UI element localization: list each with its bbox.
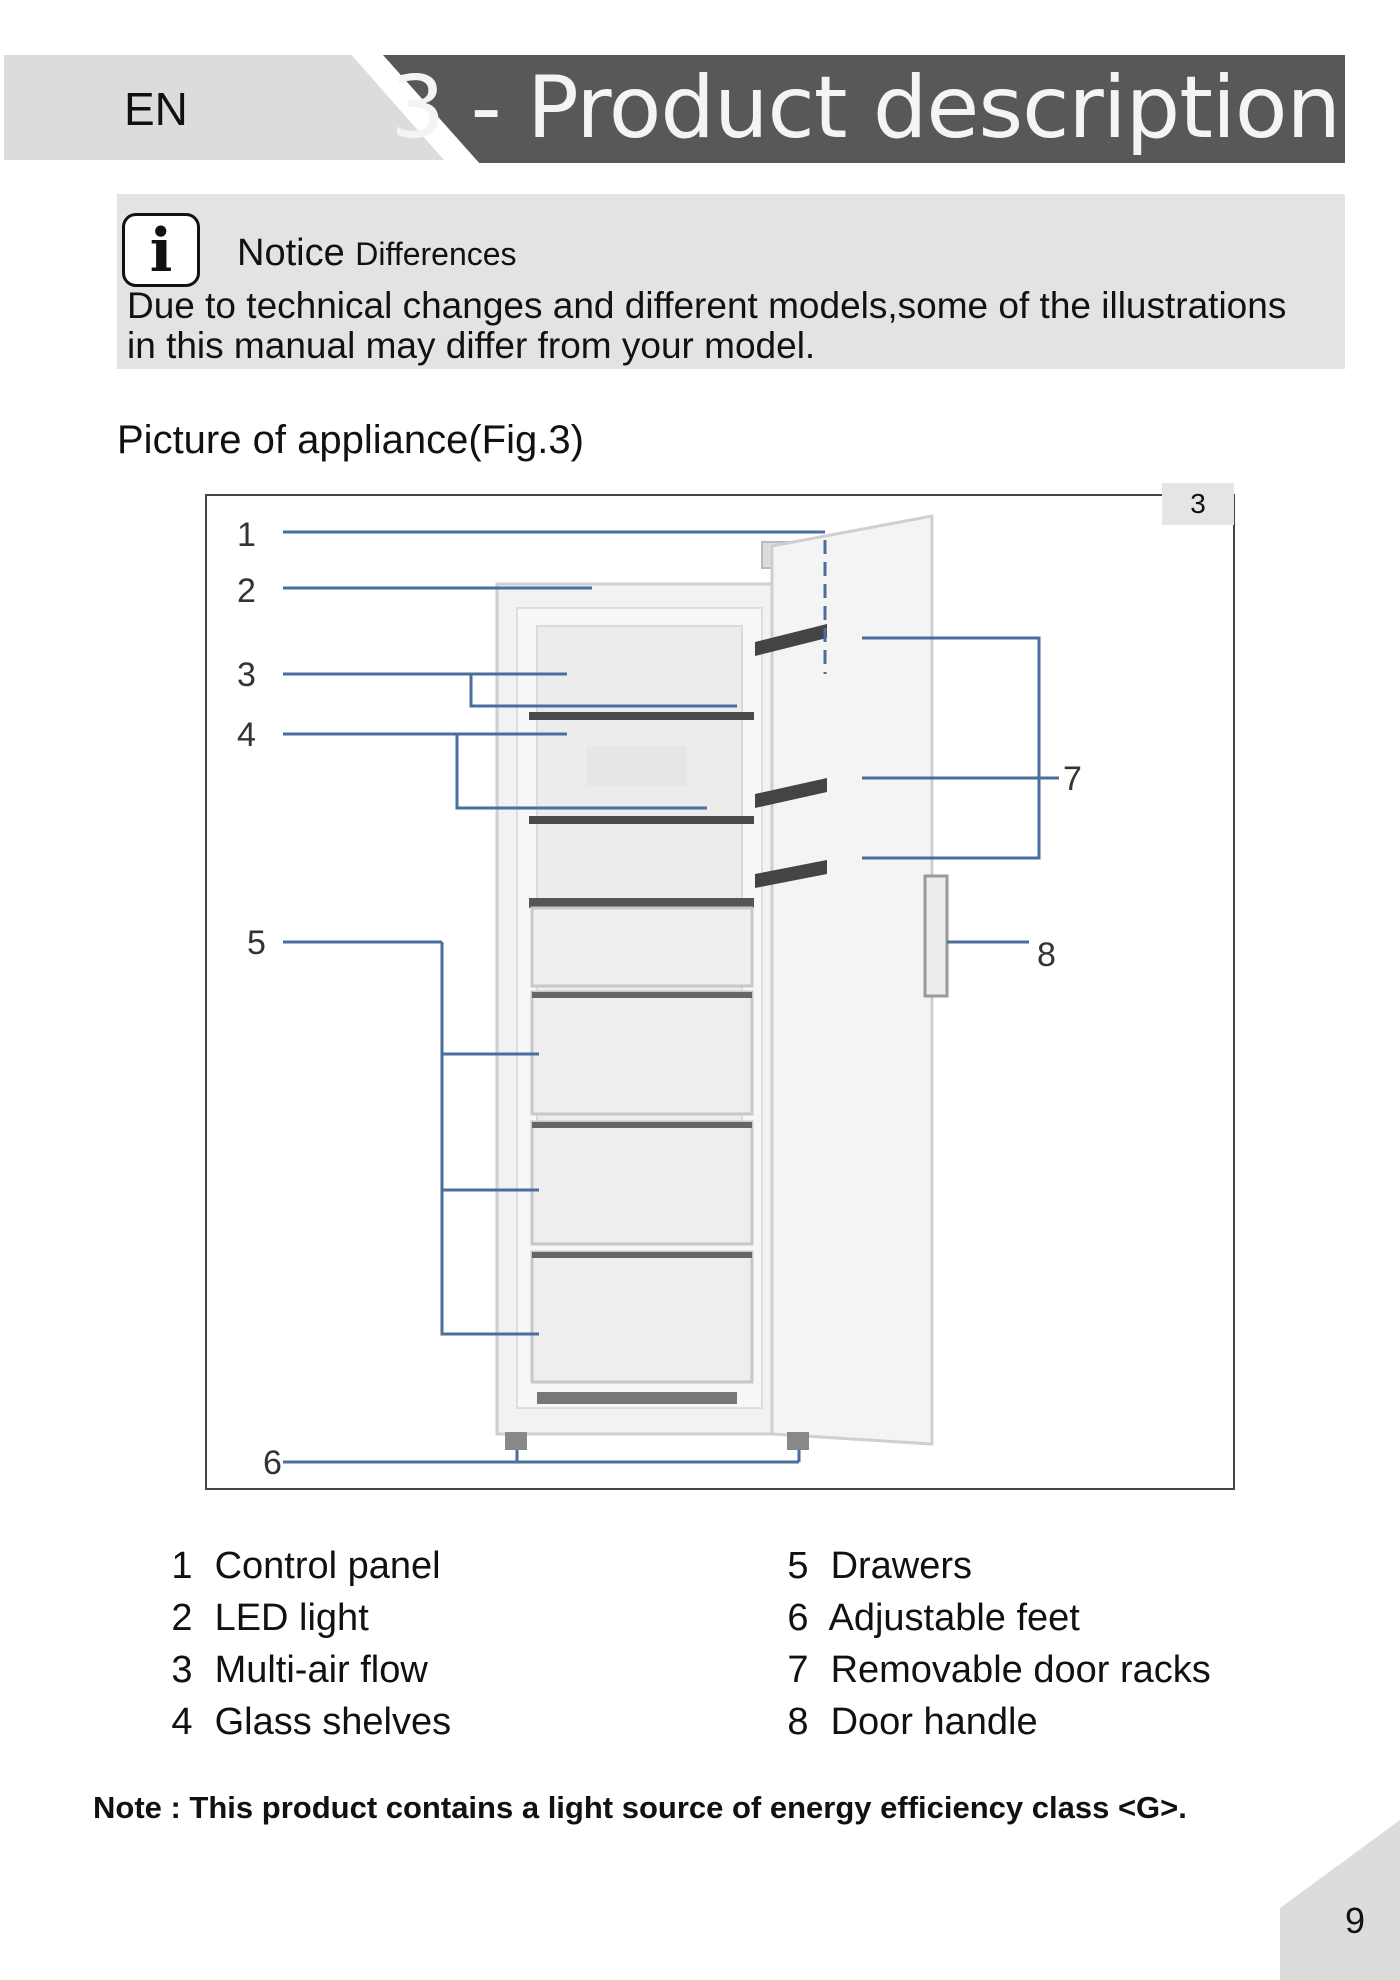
callout-3: 3	[237, 656, 256, 694]
callout-6: 6	[263, 1444, 282, 1482]
legend-item: 5 Drawers	[776, 1540, 1211, 1592]
callout-2: 2	[237, 572, 256, 610]
legend-left-column: 1 Control panel 2 LED light 3 Multi-air …	[160, 1540, 451, 1748]
legend-label: Door handle	[830, 1701, 1038, 1743]
page-number: 9	[1345, 1900, 1366, 1941]
notice-title: Notice Differences	[237, 232, 517, 275]
header-language-tab	[4, 55, 444, 160]
legend-item: 6 Adjustable feet	[776, 1592, 1211, 1644]
callout-4: 4	[237, 716, 256, 754]
legend-number: 6	[787, 1597, 809, 1639]
interior-display	[587, 746, 687, 786]
legend-number: 8	[787, 1701, 809, 1743]
callout-8: 8	[1037, 936, 1056, 974]
legend-item: 1 Control panel	[160, 1540, 451, 1592]
legend-label: Removable door racks	[830, 1649, 1211, 1691]
appliance-illustration: 1 2 3 4 5 6 7 8	[237, 514, 1082, 1482]
notice-box	[117, 194, 1345, 369]
drawer-3	[530, 1120, 754, 1246]
foot-right	[787, 1432, 809, 1450]
drawer-2-top	[532, 992, 752, 998]
legend-number: 2	[171, 1597, 193, 1639]
legend-label: Adjustable feet	[828, 1597, 1080, 1639]
door-rack-3	[755, 860, 827, 888]
drawer-2	[530, 990, 754, 1116]
bottom-grille	[537, 1392, 737, 1404]
legend-label: Control panel	[214, 1545, 441, 1587]
energy-note: Note : This product contains a light sou…	[93, 1790, 1187, 1825]
door-handle-shape	[923, 874, 949, 998]
glass-shelf-2	[529, 816, 754, 824]
foot-left	[505, 1432, 527, 1450]
callout-7: 7	[1063, 760, 1082, 798]
notice-title-sub: Differences	[355, 236, 517, 272]
drawer-4	[530, 1250, 754, 1384]
language-label: EN	[124, 83, 188, 135]
glass-shelf-1	[529, 712, 754, 720]
legend-label: Glass shelves	[214, 1701, 452, 1743]
drawer-1	[530, 906, 754, 988]
notice-line-2: in this manual may differ from your mode…	[127, 325, 816, 366]
legend-label: Multi-air flow	[214, 1649, 428, 1691]
page-corner-tab	[1280, 1820, 1400, 1980]
callout-1: 1	[237, 516, 256, 554]
legend-number: 7	[787, 1649, 809, 1691]
notice-text: Due to technical changes and different m…	[127, 286, 1286, 366]
legend-number: 4	[171, 1701, 193, 1743]
section-title: 3 - Product description	[390, 58, 1341, 158]
legend-right-column: 5 Drawers 6 Adjustable feet 7 Removable …	[776, 1540, 1211, 1748]
drawer-3-top	[532, 1122, 752, 1128]
drawer-4-top	[532, 1252, 752, 1258]
open-door	[770, 514, 934, 1446]
notice-title-main: Notice	[237, 232, 345, 274]
drawer-top-rail	[529, 898, 754, 908]
legend-item: 7 Removable door racks	[776, 1644, 1211, 1696]
figure-caption: Picture of appliance(Fig.3)	[117, 418, 584, 462]
door-rack-2	[755, 778, 827, 808]
legend-item: 4 Glass shelves	[160, 1696, 451, 1748]
legend-number: 3	[171, 1649, 193, 1691]
legend-number: 5	[787, 1545, 809, 1587]
legend-label: LED light	[214, 1597, 369, 1639]
legend-item: 8 Door handle	[776, 1696, 1211, 1748]
door-rack-1	[755, 624, 827, 656]
callout-lines	[283, 530, 1059, 1464]
callout-5: 5	[247, 924, 266, 962]
legend-label: Drawers	[830, 1545, 973, 1587]
legend-item: 3 Multi-air flow	[160, 1644, 451, 1696]
legend-item: 2 LED light	[160, 1592, 451, 1644]
info-icon: i	[122, 213, 200, 287]
notice-line-1: Due to technical changes and different m…	[127, 285, 1287, 326]
legend-number: 1	[171, 1545, 193, 1587]
figure-number: 3	[1162, 483, 1234, 525]
header-title-bar	[383, 55, 1345, 163]
